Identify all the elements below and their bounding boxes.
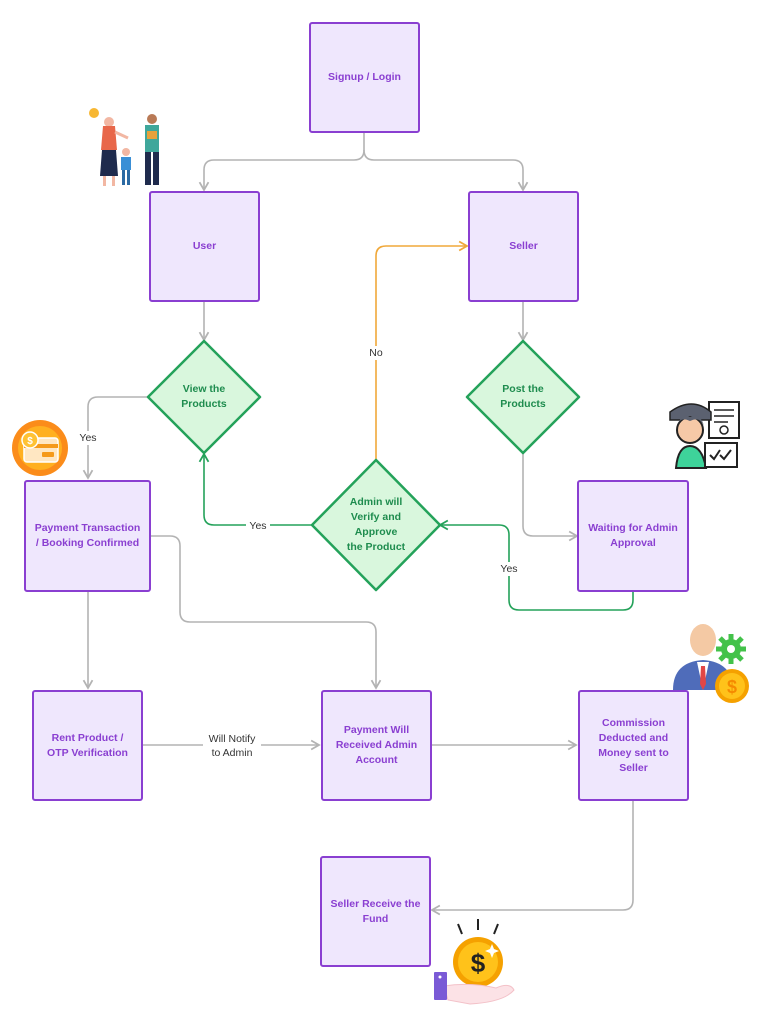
seller-fund-label: Seller Receive the Fund — [330, 897, 421, 925]
payment-admin-account-label: Payment Will Received Admin Account — [335, 724, 418, 766]
seller-fund-box: Seller Receive the Fund — [320, 856, 431, 967]
edge-signup-to-user — [198, 132, 365, 192]
edge-label-yes-admin: Yes — [497, 562, 521, 576]
admin-verify-label: Admin will Verify and Approve the Produc… — [346, 496, 406, 553]
edge-admin-to-view — [198, 452, 315, 526]
user-label: User — [192, 240, 217, 252]
edge-label-will-notify: Will Notify to Admin — [203, 732, 261, 760]
edge-commission-to-fund — [430, 801, 634, 916]
rent-product-label: Rent Product / OTP Verification — [47, 731, 128, 759]
edge-label-yes-view: Yes — [246, 519, 270, 533]
edge-post-to-waiting — [522, 452, 579, 542]
rent-product-box: Rent Product / OTP Verification — [32, 690, 143, 801]
seller-label: Seller — [509, 240, 538, 252]
commission-label: Commission Deducted and Money sent to Se… — [598, 716, 669, 774]
waiting-approval-label: Waiting for Admin Approval — [588, 522, 678, 549]
signup-login-label: Signup / Login — [328, 71, 401, 83]
seller-box: Seller — [468, 191, 579, 302]
user-box: User — [149, 191, 260, 302]
edge-signup-to-seller — [363, 149, 529, 192]
post-products-diamond — [465, 339, 581, 455]
edge-payment-to-admin-account — [150, 535, 382, 690]
admin-person-icon — [669, 401, 740, 469]
view-products-label: View the Products — [181, 383, 227, 410]
svg-text:$: $ — [727, 677, 737, 697]
payment-admin-account-box: Payment Will Received Admin Account — [321, 690, 432, 801]
admin-verify-diamond — [310, 458, 442, 592]
post-products-label: Post the Products — [500, 383, 546, 410]
commission-box: Commission Deducted and Money sent to Se… — [578, 690, 689, 801]
svg-text:$: $ — [471, 948, 486, 978]
edge-label-yes-payment: Yes — [77, 431, 99, 445]
edge-view-to-payment — [82, 396, 149, 480]
payment-card-icon: $ — [12, 420, 68, 476]
edge-waiting-to-admin — [438, 519, 634, 611]
signup-login-box: Signup / Login — [309, 22, 420, 133]
businessman-coin-icon: $ — [673, 624, 749, 703]
hand-coin-icon: $ — [434, 919, 515, 1005]
view-products-diamond — [146, 339, 262, 455]
svg-text:$: $ — [27, 436, 33, 447]
payment-transaction-label: Payment Transaction / Booking Confirmed — [34, 522, 141, 549]
family-illustration-icon — [89, 108, 159, 186]
waiting-approval-box: Waiting for Admin Approval — [577, 480, 689, 592]
edge-admin-to-seller — [375, 240, 469, 462]
payment-transaction-box: Payment Transaction / Booking Confirmed — [24, 480, 151, 592]
edge-label-no-seller: No — [366, 346, 386, 360]
